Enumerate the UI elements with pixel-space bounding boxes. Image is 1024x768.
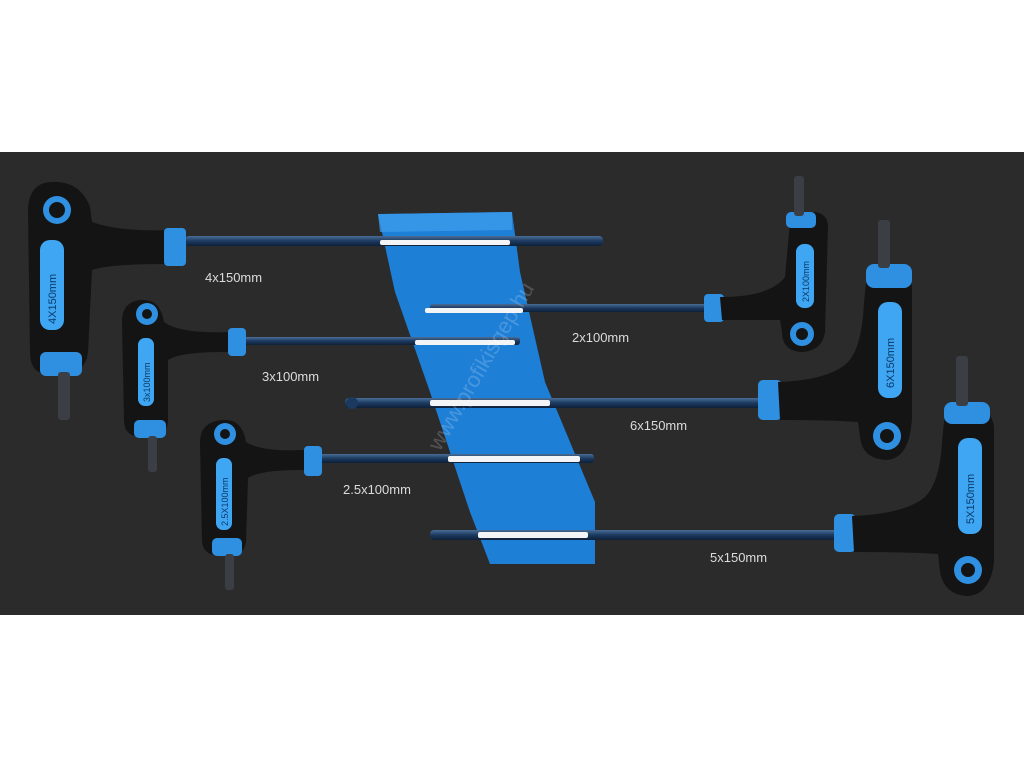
handle-collar	[228, 328, 246, 356]
handle-collar	[164, 228, 186, 266]
handle-label-panel	[958, 438, 982, 534]
hex-tip	[58, 372, 70, 420]
handle-label-panel	[138, 338, 154, 406]
handle-text: 5X150mm	[965, 474, 977, 524]
handle-text: 2X100mm	[801, 261, 811, 302]
wrench-4x150: 4X150mm 4x150mm	[28, 181, 603, 420]
handle-label-panel	[40, 240, 64, 330]
handle-collar	[834, 514, 856, 552]
handle-label-panel	[216, 458, 232, 530]
hex-tip	[225, 554, 234, 590]
size-label: 3x100mm	[262, 369, 319, 384]
handle-collar	[304, 446, 322, 476]
tray-artwork: 4X150mm 4x150mm 2X100mm 2x100mm 3x100mm …	[28, 176, 994, 596]
handle-text: 3x100mm	[142, 362, 152, 402]
size-label: 2x100mm	[572, 330, 629, 345]
wrench-2x100: 2X100mm 2x100mm	[430, 176, 828, 352]
tip-collar	[786, 212, 816, 228]
wrench-3x100: 3x100mm 3x100mm	[122, 299, 520, 472]
hex-tip	[956, 356, 968, 406]
size-label: 2.5x100mm	[343, 482, 411, 497]
handle-text: 4X150mm	[47, 274, 59, 324]
handle-text: 2.5X100mm	[220, 477, 230, 526]
tip-collar	[866, 264, 912, 288]
tip-collar	[134, 420, 166, 438]
handle-label-panel	[796, 244, 814, 308]
handle-text: 6X150mm	[885, 338, 897, 388]
hex-tip	[794, 176, 804, 216]
holder-slots	[380, 240, 588, 538]
foam-tray: 4X150mm 4x150mm 2X100mm 2x100mm 3x100mm …	[0, 152, 1024, 615]
hex-tip	[148, 436, 157, 472]
handle-grip	[28, 181, 182, 374]
handle-label-panel	[878, 302, 902, 398]
shaft	[345, 398, 765, 408]
size-label: 6x150mm	[630, 418, 687, 433]
blue-foam-holder	[378, 212, 595, 564]
tip-collar	[944, 402, 990, 424]
handle-collar	[758, 380, 782, 420]
size-label: 4x150mm	[205, 270, 262, 285]
tip-collar	[40, 352, 82, 376]
handle-collar	[704, 294, 724, 322]
hex-tip	[878, 220, 890, 268]
tip-collar	[212, 538, 242, 556]
size-label: 5x150mm	[710, 550, 767, 565]
